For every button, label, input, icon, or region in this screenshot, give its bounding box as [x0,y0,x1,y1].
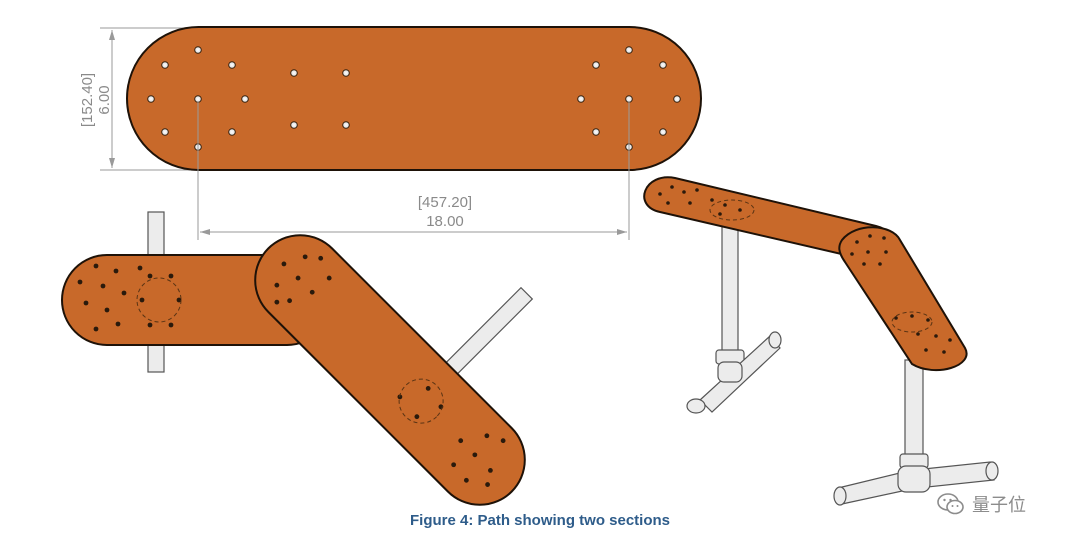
iso-board-2-flange [891,311,933,333]
isometric-view [643,176,999,506]
iso-board-2 [838,226,968,372]
watermark-text: 量子位 [972,495,1026,516]
bottom-left-top-view [61,211,534,506]
section-board-a-holes [77,263,182,332]
top-board-view: [152.40] 6.00 [79,26,702,240]
height-dimension-lines [100,27,190,171]
length-dimension-mm: [457.20] [418,194,472,211]
iso-board-1-holes [658,185,742,216]
top-board [126,26,702,171]
section-board-a-flange [136,277,182,323]
iso-board-1-flange [709,199,755,221]
height-dimension-in: 6.00 [96,85,113,114]
length-dimension-in: 18.00 [426,213,464,230]
figure-caption: Figure 4: Path showing two sections [409,512,671,529]
pipe-assembly-2 [833,359,999,506]
top-board-holes [147,46,681,151]
pipe-assembly-1 [686,225,782,414]
watermark: 量子位 [936,488,1066,520]
wechat-icon [937,493,964,515]
height-dimension-mm: [152.40] [79,73,96,127]
length-dimension-lines [197,102,630,240]
iso-board-2-holes [850,234,952,354]
section-board-b-holes [274,254,506,487]
